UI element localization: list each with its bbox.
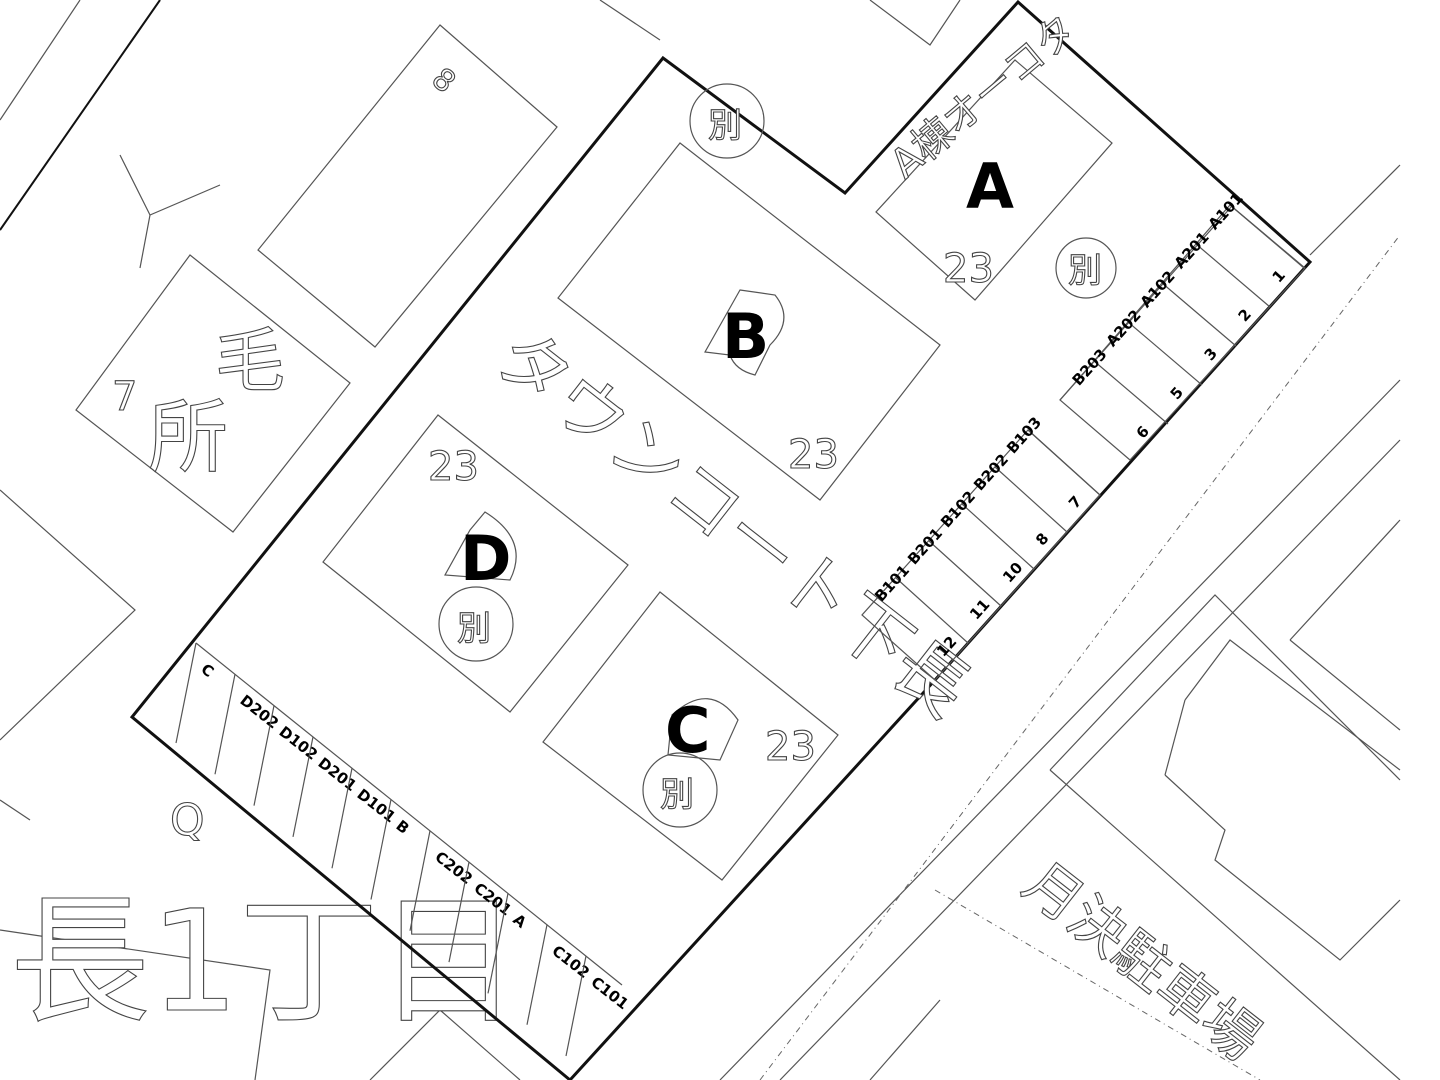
building-d-label: D [460, 522, 511, 595]
annex-top: 別 [689, 83, 765, 159]
annex-c: 別 [642, 752, 718, 828]
block-7-label: 所 [148, 391, 228, 484]
building-b-number: 23 [788, 432, 839, 478]
neighbor-block-8: 8 [257, 24, 558, 348]
parking-east-2-slot[interactable]: B202 8 [970, 450, 1068, 549]
building-d-number: 23 [428, 444, 479, 490]
parking-west-unit-label: B [393, 816, 413, 837]
parking-west-unit-label: C [198, 660, 218, 681]
building-b[interactable]: B 23 [557, 142, 941, 501]
neighbor-block-7: 7 所 毛 [75, 254, 351, 533]
building-c-label: C [665, 694, 711, 767]
parking-west-slot[interactable]: C [175, 642, 218, 744]
block-7-number: 7 [112, 374, 137, 420]
parking-west-unit-label: D102 [276, 723, 322, 764]
annex-d: 別 [438, 586, 514, 662]
block-8-number: 8 [425, 61, 462, 100]
parking-east-1-slot[interactable]: A201 2 [1171, 228, 1271, 325]
parking-east-1-slot[interactable]: A101 1 [1205, 189, 1305, 286]
parking-west-unit-label: D201 [315, 754, 361, 795]
parking-east-group-1 [1059, 204, 1306, 461]
parking-east-1-unit-label: A201 [1171, 228, 1213, 272]
parking-east-2-number-label: 7 [1065, 492, 1085, 512]
building-a-number: 23 [943, 246, 994, 292]
building-a-label: A [966, 150, 1014, 223]
parking-east-1-number-label: 1 [1269, 266, 1289, 286]
building-b-label: B [722, 300, 769, 373]
annex-c-label: 別 [660, 775, 694, 815]
annex-a-label: 別 [1068, 251, 1102, 291]
property-name: タウンコート下長 [480, 312, 986, 733]
parking-west-unit-label: C101 [588, 973, 632, 1013]
town-name-label: 長1丁目 [10, 881, 519, 1044]
road-mark [119, 154, 221, 269]
parking-east-2-unit-label: B201 [904, 524, 946, 568]
parking-east-1-unit-label: B203 [1069, 345, 1111, 389]
parking-west-row [195, 642, 623, 986]
monthly-parking-label: 月決駐車場 [1011, 850, 1272, 1074]
parking-east-2-unit-label: B102 [937, 487, 979, 531]
parking-east-2-unit-label: B103 [1003, 413, 1045, 457]
marker-q: Q [170, 795, 205, 846]
parking-east-1-number-label: 3 [1201, 344, 1221, 364]
parking-east-1-unit-label: A202 [1103, 306, 1145, 350]
building-c[interactable]: C 23 [542, 591, 839, 881]
parking-east-2-slot[interactable]: B103 7 [1003, 413, 1101, 512]
parking-east-1-slot[interactable]: A102 3 [1137, 267, 1237, 364]
parking-east-2-unit-label: B202 [970, 450, 1012, 494]
building-c-number: 23 [765, 724, 816, 770]
parking-west-unit-label: C102 [549, 942, 593, 982]
parking-west-unit-label: D101 [354, 785, 400, 826]
parking-east-1-number-label: 2 [1235, 305, 1255, 325]
surrounding-streets [0, 0, 1401, 1080]
parking-west-slot[interactable]: C102 [526, 924, 593, 1025]
parking-east-2-number-label: 8 [1032, 529, 1052, 549]
parking-east-1-unit-label: A101 [1205, 189, 1247, 233]
annex-d-label: 別 [457, 609, 491, 649]
parking-east-1-unit-label: A102 [1137, 267, 1179, 311]
annex-a: 別 [1055, 237, 1117, 299]
annex-top-label: 別 [708, 106, 742, 146]
parking-west-unit-label: D202 [237, 691, 283, 732]
property-boundary [129, 0, 1313, 1080]
parking-west-slot[interactable]: D202 [214, 674, 283, 775]
block-7-char: 毛 [215, 320, 285, 402]
building-d[interactable]: D 23 [322, 414, 629, 713]
